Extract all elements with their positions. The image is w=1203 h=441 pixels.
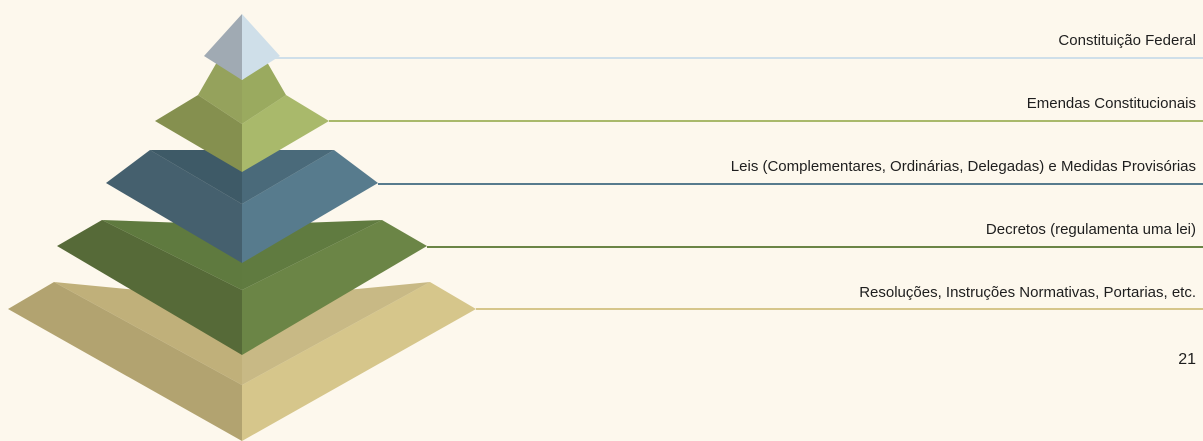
level-1-left-face xyxy=(204,14,242,80)
level-5-label: Resoluções, Instruções Normativas, Porta… xyxy=(859,284,1196,301)
pyramid-level-5 xyxy=(8,282,476,441)
level-3-left-face xyxy=(106,150,242,263)
level-2-back-left xyxy=(198,62,242,124)
level-4-label: Decretos (regulamenta uma lei) xyxy=(986,221,1196,238)
level-5-right-face xyxy=(242,282,476,441)
level-3-right-face xyxy=(242,150,378,263)
level-4-left-face xyxy=(57,220,242,355)
page-number: 21 xyxy=(1178,351,1196,368)
level-1-label: Constituição Federal xyxy=(1058,32,1196,49)
pyramid-level-3 xyxy=(106,150,378,263)
level-2-label: Emendas Constitucionais xyxy=(1027,95,1196,112)
pyramid-level-1 xyxy=(204,14,280,80)
level-5-left-face xyxy=(8,282,242,441)
level-3-back-right xyxy=(242,150,334,204)
level-4-right-face xyxy=(242,220,427,355)
level-2-right-face xyxy=(242,95,329,172)
level-1-right-face xyxy=(242,14,280,80)
level-3-back-left xyxy=(150,150,242,204)
level-2-left-face xyxy=(155,95,242,172)
level-2-back-right xyxy=(242,62,286,124)
pyramid-level-2 xyxy=(155,62,329,172)
level-3-label: Leis (Complementares, Ordinárias, Delega… xyxy=(731,158,1196,175)
